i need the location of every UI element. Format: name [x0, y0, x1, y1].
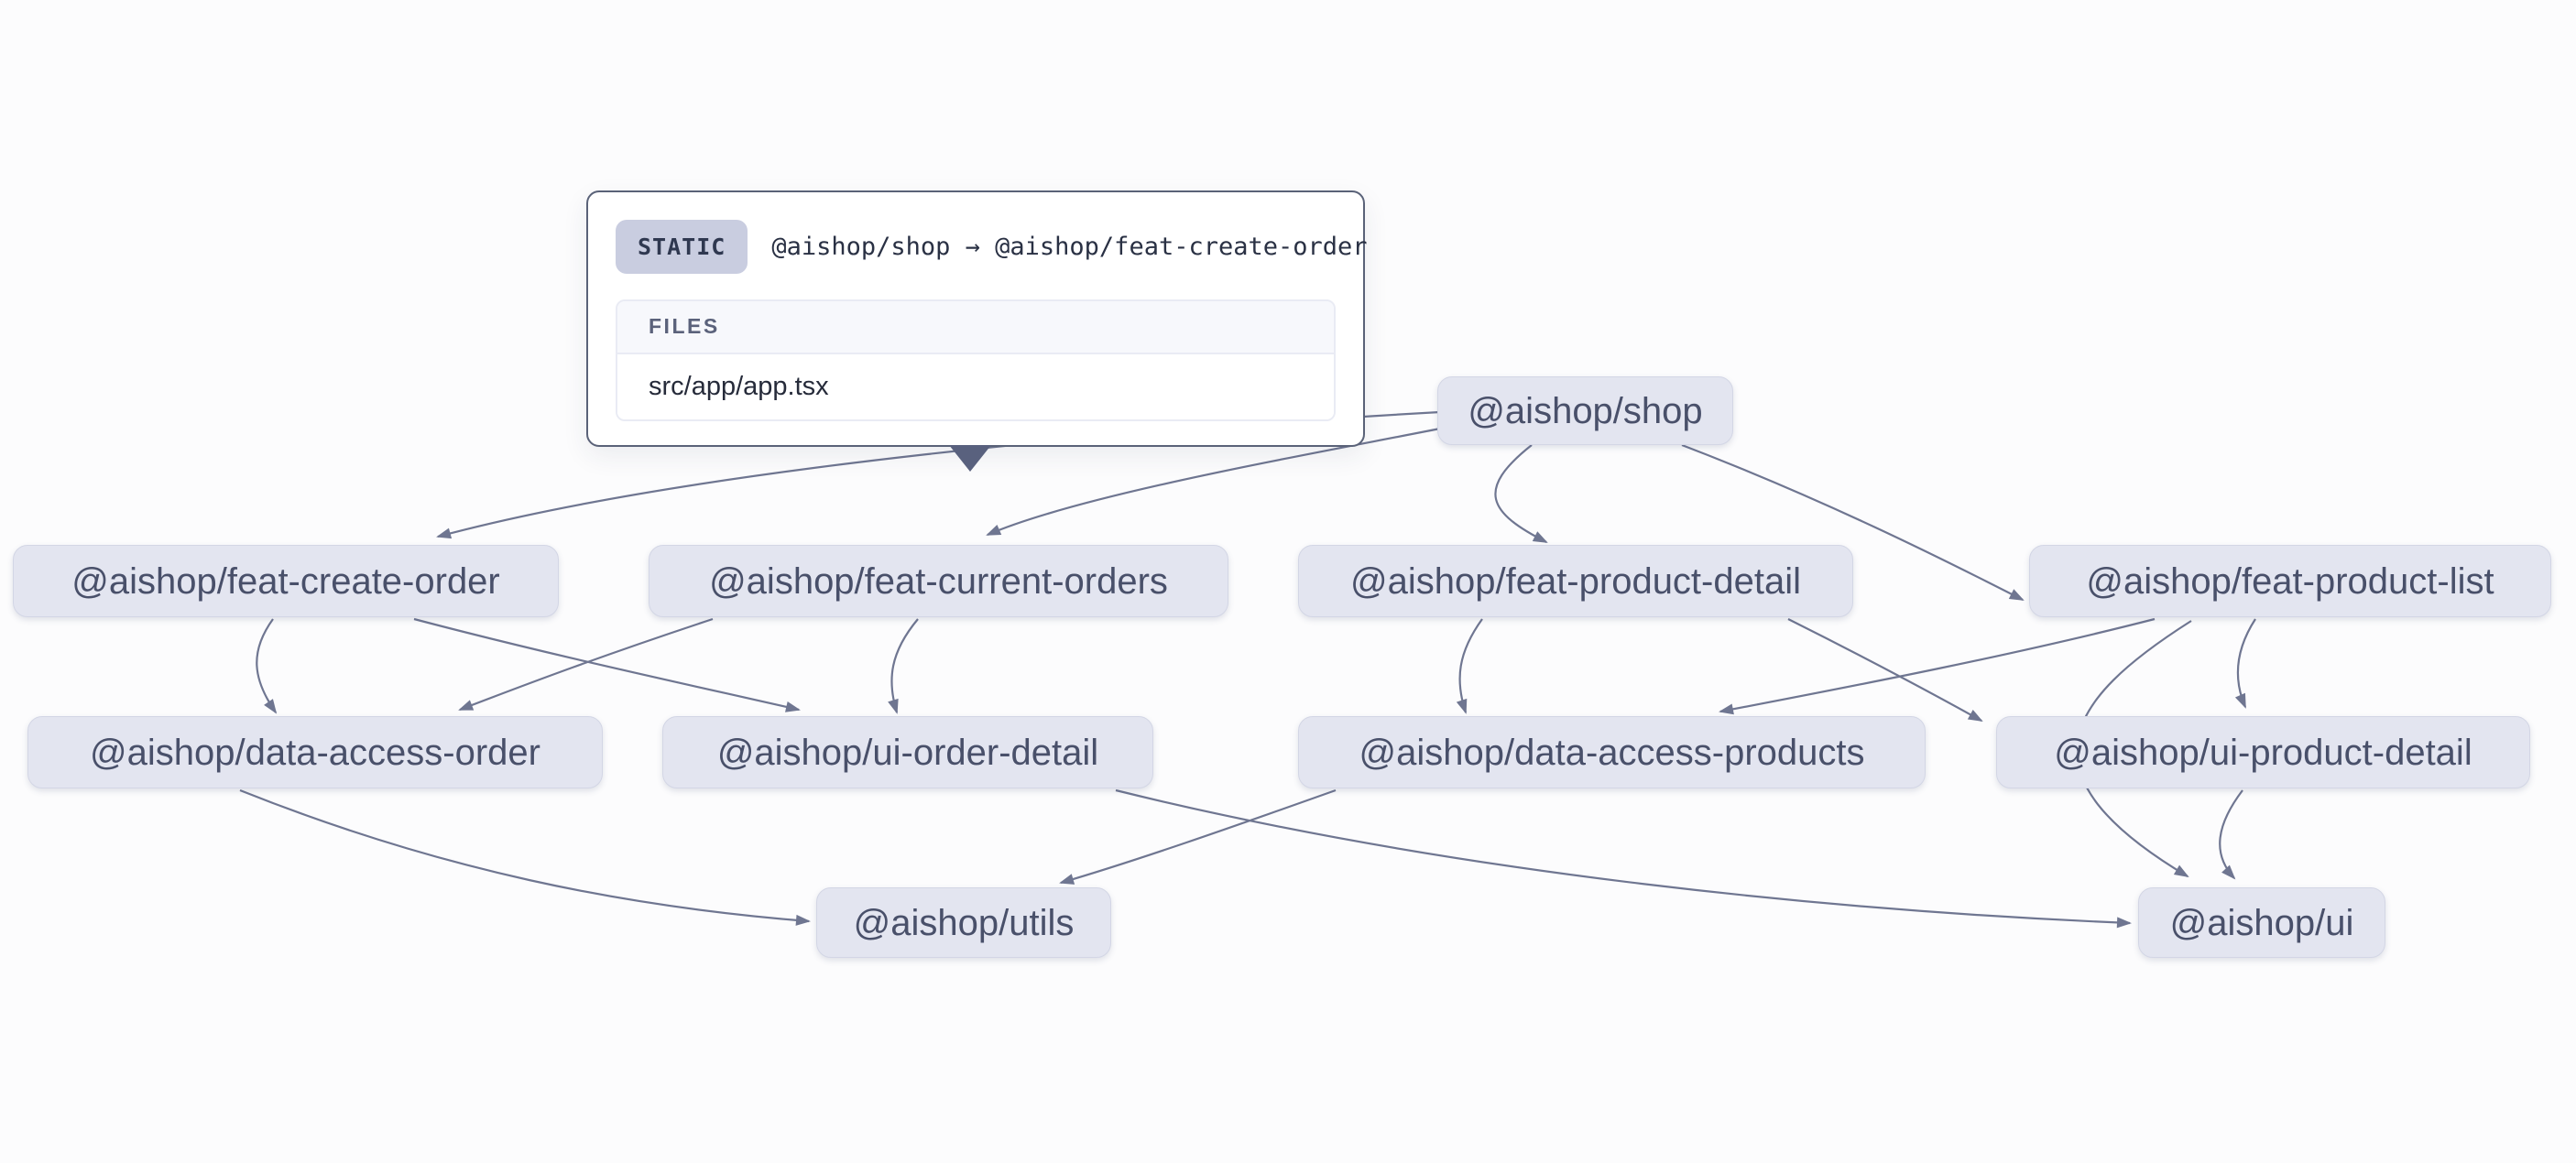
- graph-node-ui-product-detail[interactable]: @aishop/ui-product-detail: [1996, 716, 2530, 788]
- files-section-header: FILES: [617, 301, 1334, 354]
- graph-node-data-access-order[interactable]: @aishop/data-access-order: [27, 716, 603, 788]
- tooltip-header: STATIC @aishop/shop → @aishop/feat-creat…: [616, 220, 1368, 274]
- edge-feat-current-orders-data-access-order[interactable]: [458, 617, 714, 712]
- edge-feat-create-order-data-access-order[interactable]: [256, 618, 278, 714]
- graph-node-utils[interactable]: @aishop/utils: [816, 887, 1111, 958]
- edge-feat-current-orders-ui-order-detail[interactable]: [888, 618, 919, 714]
- edge-shop-feat-product-list[interactable]: [1681, 443, 2025, 601]
- graph-node-feat-product-detail[interactable]: @aishop/feat-product-detail: [1298, 545, 1853, 617]
- edges-group: [239, 410, 2256, 929]
- edge-data-access-products-utils[interactable]: [1059, 788, 1337, 885]
- edge-ui-order-detail-ui[interactable]: [1115, 788, 2132, 929]
- edge-shop-feat-product-detail[interactable]: [1494, 444, 1548, 543]
- graph-node-shop[interactable]: @aishop/shop: [1437, 376, 1733, 445]
- edge-tooltip: STATIC @aishop/shop → @aishop/feat-creat…: [586, 190, 1368, 447]
- files-section-label: FILES: [649, 314, 720, 338]
- graph-node-ui[interactable]: @aishop/ui: [2138, 887, 2385, 958]
- tooltip-pointer-icon: [949, 445, 991, 472]
- graph-node-ui-order-detail[interactable]: @aishop/ui-order-detail: [662, 716, 1153, 788]
- tooltip-edge-title: @aishop/shop → @aishop/feat-create-order: [771, 233, 1368, 261]
- edge-shop-feat-current-orders[interactable]: [986, 427, 1441, 537]
- edge-feat-product-list-data-access-products[interactable]: [1719, 617, 2156, 715]
- edge-feat-create-order-ui-order-detail[interactable]: [413, 617, 801, 712]
- graph-node-feat-current-orders[interactable]: @aishop/feat-current-orders: [649, 545, 1228, 617]
- graph-node-feat-product-list[interactable]: @aishop/feat-product-list: [2029, 545, 2551, 617]
- file-list-item: src/app/app.tsx: [617, 354, 1334, 419]
- edge-feat-product-detail-ui-product-detail[interactable]: [1787, 618, 1983, 722]
- edge-ui-product-detail-ui[interactable]: [2219, 789, 2243, 880]
- tooltip-files-section: FILES src/app/app.tsx: [616, 299, 1336, 421]
- graph-node-data-access-products[interactable]: @aishop/data-access-products: [1298, 716, 1926, 788]
- edge-feat-product-detail-data-access-products[interactable]: [1456, 618, 1483, 714]
- edge-data-access-order-utils[interactable]: [239, 788, 811, 926]
- graph-node-feat-create-order[interactable]: @aishop/feat-create-order: [13, 545, 559, 617]
- edge-feat-product-list-ui-product-detail[interactable]: [2234, 618, 2256, 709]
- edge-type-badge: STATIC: [616, 220, 748, 274]
